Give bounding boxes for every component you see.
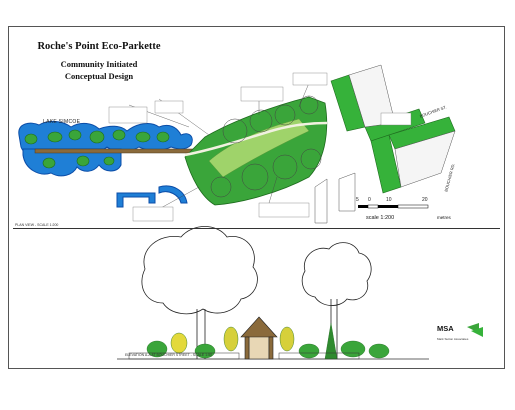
note-box — [240, 86, 284, 102]
road-grey — [394, 130, 456, 188]
building-outline — [314, 178, 328, 224]
inlet-water-2 — [158, 185, 188, 204]
tree-canopy — [210, 176, 232, 198]
drawing-subtitle-2: Conceptual Design — [64, 71, 134, 81]
fence — [278, 352, 360, 360]
leader-line — [268, 176, 278, 204]
scale-tick: 0 — [368, 197, 371, 203]
park-path — [184, 121, 328, 157]
island — [68, 129, 82, 141]
note-box — [108, 106, 148, 124]
note-box — [258, 202, 310, 218]
scale-tick: 10 — [386, 197, 392, 203]
tree-canopy — [274, 104, 296, 126]
shrub — [223, 326, 239, 352]
shrub — [368, 343, 390, 359]
shrub — [298, 343, 320, 359]
shrub — [194, 343, 216, 359]
building-outline — [338, 172, 356, 212]
island — [103, 156, 115, 166]
island — [76, 155, 90, 167]
lake-water-lower — [22, 148, 122, 177]
plan-view-drawing — [18, 64, 483, 360]
leader-line — [158, 186, 200, 210]
boardwalk — [34, 148, 196, 154]
plan-caption: PLAN VIEW - SCALE 1:200 — [15, 223, 59, 227]
shrub — [279, 326, 295, 352]
island — [42, 157, 56, 169]
shrub — [340, 340, 366, 358]
fence — [128, 352, 240, 360]
note-box — [132, 206, 174, 222]
island — [156, 131, 170, 143]
firm-logo: MSA — [437, 324, 454, 333]
lake-label: LAKE SIMCOE — [43, 119, 81, 125]
island — [89, 130, 105, 144]
conifer — [324, 322, 338, 360]
firm-name: Mark Sutton Associates — [437, 337, 469, 341]
section-divider — [13, 228, 500, 229]
drawing-sheet: Roche's Point Eco-Parkette Community Ini… — [8, 26, 505, 369]
scale-bar-graphic — [358, 204, 429, 209]
scale-label: scale 1:200 — [366, 215, 395, 221]
inlet-water — [116, 192, 156, 208]
elevation-caption: ELEVATION A-A AT BOUCHIER STREET - SCALE… — [125, 353, 213, 357]
island — [135, 131, 151, 143]
note-box — [154, 100, 184, 114]
drawing-title: Roche's Point Eco-Parkette — [37, 41, 161, 52]
tree-canopy — [300, 148, 322, 170]
scale-tick: 20 — [422, 197, 428, 203]
island — [24, 133, 38, 145]
leader-line — [298, 82, 310, 108]
note-box — [292, 72, 328, 86]
gateway-pergola — [240, 316, 278, 360]
tree-canopy-right — [301, 242, 372, 306]
island — [112, 129, 126, 141]
scale-units: metres — [437, 215, 451, 220]
tree-canopy — [249, 109, 273, 133]
tree-canopy — [241, 163, 269, 191]
scale-tick: 5 — [356, 197, 359, 203]
island — [47, 131, 63, 143]
msa-logo-mark — [467, 323, 483, 337]
scale-ticks: 5 0 10 20 — [354, 197, 454, 223]
tree-canopy — [222, 118, 248, 144]
tree-canopy — [272, 154, 298, 180]
shrub — [170, 332, 188, 354]
drawing-subtitle-1: Community Initiated — [60, 59, 138, 69]
tree-canopy-left — [141, 226, 258, 315]
note-box — [380, 112, 412, 126]
